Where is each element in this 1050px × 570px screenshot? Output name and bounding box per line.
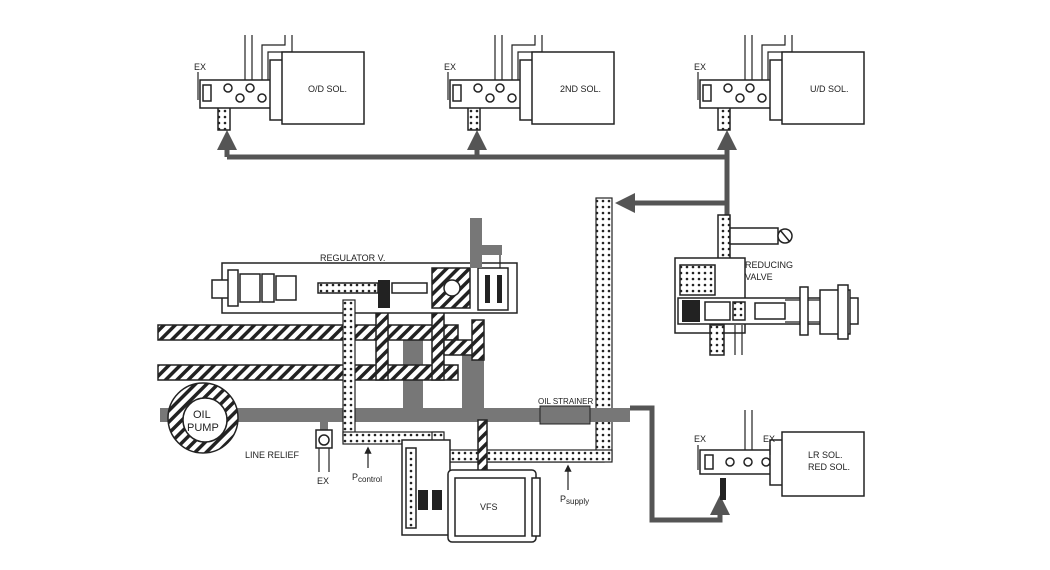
second-ex-label: EX: [444, 62, 456, 72]
lr-ex-label-left: EX: [694, 434, 706, 444]
lr-solenoid-label-1: LR SOL.: [808, 450, 843, 460]
ud-solenoid: EX U/D SOL.: [694, 35, 865, 131]
ud-solenoid-label: U/D SOL.: [810, 84, 849, 94]
line-relief-label: LINE RELIEF: [245, 450, 300, 460]
ud-ex-label: EX: [694, 62, 706, 72]
second-solenoid-label: 2ND SOL.: [560, 84, 601, 94]
line-relief-valve: LINE RELIEF EX: [245, 429, 333, 486]
reducing-valve-label-2: VALVE: [745, 272, 773, 282]
regulator-valve-label: REGULATOR V.: [320, 253, 385, 263]
p-supply-label: Psupply: [560, 494, 589, 506]
p-supply-line: [424, 197, 613, 463]
od-solenoid-label: O/D SOL.: [308, 84, 347, 94]
vfs-label: VFS: [480, 502, 498, 512]
reducing-valve-label-1: REDUCING: [745, 260, 793, 270]
lr-red-solenoid: EX EX LR SOL. RED SOL.: [694, 410, 865, 500]
p-control-label: Pcontrol: [352, 472, 382, 484]
od-ex-label: EX: [194, 62, 206, 72]
od-solenoid: EX O/D SOL.: [194, 35, 365, 131]
reducing-valve: REDUCING VALVE: [674, 214, 859, 356]
oil-pump-label-2: PUMP: [187, 422, 219, 434]
lr-ex-label-right: EX: [763, 434, 775, 444]
second-solenoid: EX 2ND SOL.: [444, 35, 615, 131]
oil-pump: OIL PUMP: [167, 382, 239, 454]
vfs-solenoid: VFS: [401, 439, 541, 543]
regulator-valve: REGULATOR V.: [211, 218, 518, 314]
oil-pump-label-1: OIL: [193, 409, 211, 421]
line-relief-ex-label: EX: [317, 476, 329, 486]
oil-strainer-label: OIL STRAINER: [538, 397, 593, 406]
lr-solenoid-label-2: RED SOL.: [808, 462, 850, 472]
